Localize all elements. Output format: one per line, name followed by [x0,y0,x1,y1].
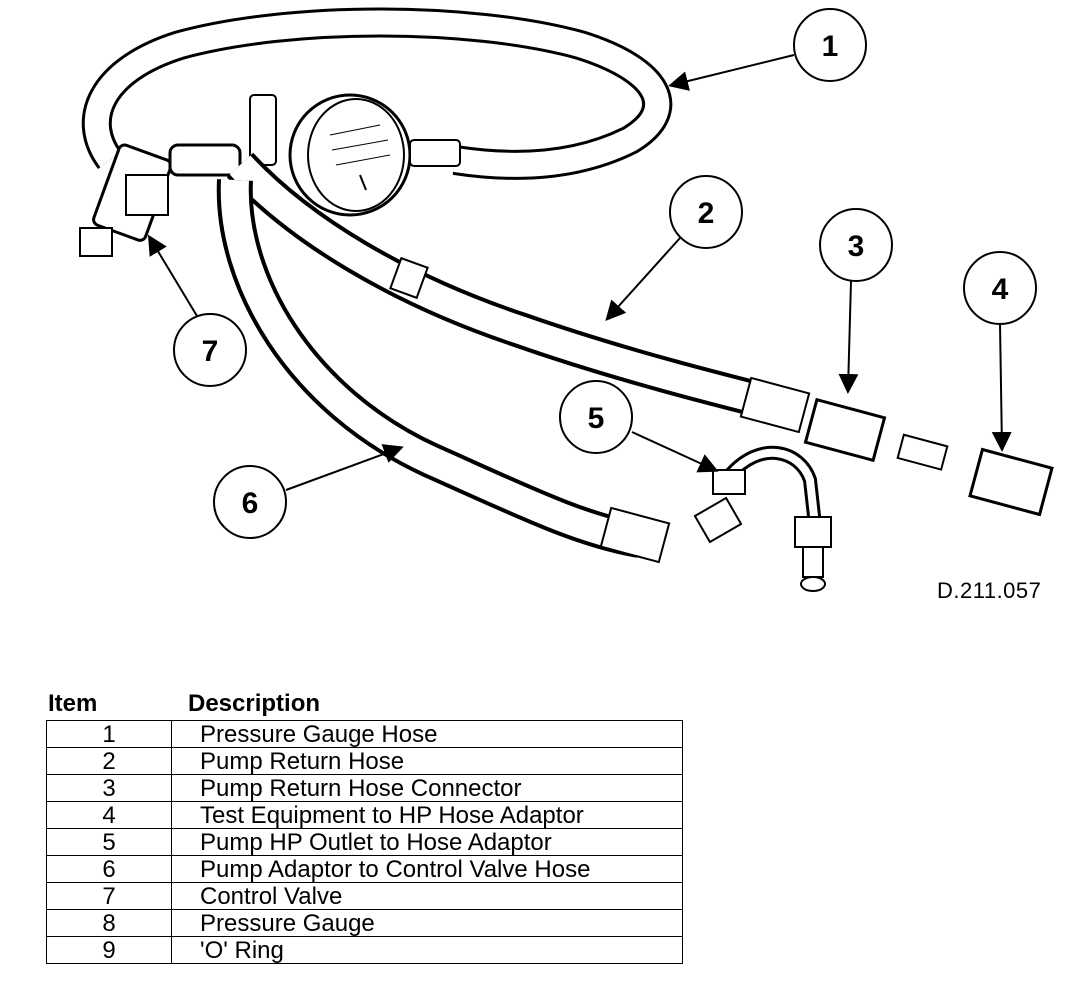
o-ring [800,576,826,592]
item-description: Pressure Gauge Hose [171,720,683,748]
item-description: Pressure Gauge [171,909,683,937]
callout-7: 7 [147,234,247,387]
item-number: 7 [46,882,172,910]
item-number: 9 [46,936,172,964]
pressure-gauge-hose [81,7,673,180]
table-row: 2 Pump Return Hose [46,747,683,775]
table-row: 3 Pump Return Hose Connector [46,774,683,802]
pump-hp-outlet-adaptor [712,445,832,578]
svg-text:3: 3 [848,230,865,263]
callout-2: 2 [605,175,743,321]
control-valve-hose [216,179,743,564]
item-number: 1 [46,720,172,748]
control-valve [79,143,242,257]
item-description: Test Equipment to HP Hose Adaptor [171,801,683,829]
description-column-header: Description [188,690,321,717]
item-number: 3 [46,774,172,802]
figure-reference: D.211.057 [937,578,1042,603]
callout-4: 4 [963,251,1037,452]
svg-text:2: 2 [698,197,715,230]
svg-text:4: 4 [992,273,1009,306]
item-number: 8 [46,909,172,937]
table-row: 1 Pressure Gauge Hose [46,720,683,748]
table-row: 4 Test Equipment to HP Hose Adaptor [46,801,683,829]
callout-6: 6 [213,444,404,539]
table-row: 6 Pump Adaptor to Control Valve Hose [46,855,683,883]
callout-5: 5 [559,380,719,473]
table-row: 5 Pump HP Outlet to Hose Adaptor [46,828,683,856]
svg-text:7: 7 [202,335,219,368]
table-row: 9 'O' Ring [46,936,683,964]
item-description: Pump Return Hose [171,747,683,775]
parts-table: 1 Pressure Gauge Hose 2 Pump Return Hose… [46,720,683,964]
item-number: 2 [46,747,172,775]
item-description: Pump Adaptor to Control Valve Hose [171,855,683,883]
item-description: Control Valve [171,882,683,910]
item-number: 6 [46,855,172,883]
item-description: Pump HP Outlet to Hose Adaptor [171,828,683,856]
table-row: 7 Control Valve [46,882,683,910]
pump-return-hose [226,152,811,434]
svg-text:6: 6 [242,487,259,520]
item-description: 'O' Ring [171,936,683,964]
item-number: 4 [46,801,172,829]
item-column-header: Item [48,690,98,717]
table-row: 8 Pressure Gauge [46,909,683,937]
svg-text:5: 5 [588,402,605,435]
item-description: Pump Return Hose Connector [171,774,683,802]
hp-hose-adaptor [896,433,1054,517]
pump-return-hose-connector [803,397,887,463]
svg-text:1: 1 [822,30,839,63]
pressure-gauge [249,93,461,217]
callout-1: 1 [668,8,867,91]
hose-assembly-diagram: 1 2 3 4 5 6 7 [79,7,1054,592]
item-number: 5 [46,828,172,856]
callout-3: 3 [819,208,893,394]
